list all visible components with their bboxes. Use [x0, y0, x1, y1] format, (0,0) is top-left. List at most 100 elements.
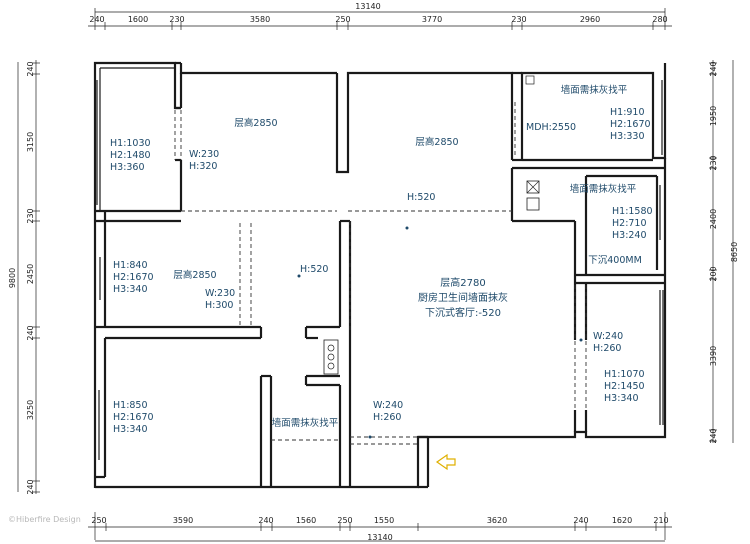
- top-dim-8: 2960: [580, 15, 600, 24]
- left-dimension-chain: 9800 240 3150 230 2450 240 3250 240: [8, 60, 40, 495]
- svg-text:H:260: H:260: [373, 412, 401, 423]
- svg-text:H3:330: H3:330: [610, 131, 645, 142]
- bottom-dim-4: 1560: [296, 516, 316, 525]
- left-total-dimension: 9800: [8, 268, 17, 288]
- svg-text:W:240: W:240: [373, 400, 403, 411]
- room-label-top-center: 层高2850: [415, 136, 458, 148]
- window-label-bath-top-right: H1:910 H2:1670 H3:330: [610, 107, 651, 142]
- opening-label-right-door: W:240 H:260: [593, 331, 623, 354]
- svg-text:H1:1070: H1:1070: [604, 369, 645, 380]
- svg-text:H:300: H:300: [205, 300, 233, 311]
- svg-text:H3:340: H3:340: [113, 284, 148, 295]
- svg-text:H2:1670: H2:1670: [610, 119, 651, 130]
- svg-text:H1:910: H1:910: [610, 107, 645, 118]
- bath-top-right-note: 墙面需抹灰找平: [561, 84, 628, 96]
- bath-mid-right-note: 墙面需抹灰找平: [570, 183, 637, 195]
- right-dim-2: 1950: [709, 106, 718, 126]
- entrance-arrow-icon: [435, 453, 456, 471]
- top-dimension-chain: 13140 240 1600 230 3580 250 3770 230 296…: [88, 2, 672, 30]
- right-dim-3: 230: [709, 155, 718, 170]
- room-label-top-center-left: 层高2850: [234, 117, 277, 129]
- bottom-dim-10: 210: [653, 516, 668, 525]
- mdh-label: MDH:2550: [526, 122, 576, 133]
- svg-text:H2:710: H2:710: [612, 218, 647, 229]
- right-dim-1: 240: [709, 61, 718, 76]
- window-label-bath-mid-right: H1:1580 H2:710 H3:240: [612, 206, 653, 241]
- bottom-dimension-chain: 250 3590 240 1560 250 1550 3620 240 1620…: [88, 512, 672, 542]
- top-dim-9: 280: [652, 15, 667, 24]
- svg-text:H1:1030: H1:1030: [110, 138, 151, 149]
- left-dim-1: 240: [26, 61, 35, 76]
- bottom-dim-2: 3590: [173, 516, 193, 525]
- top-dim-1: 240: [89, 15, 104, 24]
- opening-label-top-left-door: W:230 H:320: [189, 149, 219, 172]
- walls: [93, 61, 667, 489]
- svg-text:H:260: H:260: [593, 343, 621, 354]
- marker-dots: [297, 226, 583, 439]
- vent-icon: [525, 75, 535, 85]
- svg-text:H1:1580: H1:1580: [612, 206, 653, 217]
- bottom-ticks: [105, 523, 657, 531]
- svg-text:W:230: W:230: [189, 149, 219, 160]
- svg-text:H3:240: H3:240: [612, 230, 647, 241]
- bath-bottom-note: 墙面需抹灰找平: [272, 417, 339, 429]
- top-dim-4: 3580: [250, 15, 270, 24]
- top-dim-2: 1600: [128, 15, 148, 24]
- left-dim-4: 2450: [26, 264, 35, 284]
- left-dim-2: 3150: [26, 132, 35, 152]
- window-label-mid-left: H1:840 H2:1670 H3:340: [113, 260, 154, 295]
- svg-text:W:240: W:240: [593, 331, 623, 342]
- windows: [96, 80, 664, 460]
- top-dim-3: 230: [169, 15, 184, 24]
- left-dim-6: 3250: [26, 400, 35, 420]
- left-ticks: [32, 62, 40, 493]
- svg-text:H2:1670: H2:1670: [113, 272, 154, 283]
- right-dim-6: 3390: [709, 346, 718, 366]
- right-ticks: [709, 62, 717, 442]
- window-label-bottom-left: H1:850 H2:1670 H3:340: [113, 400, 154, 435]
- living-note-2: 下沉式客厅:-520: [425, 306, 501, 319]
- svg-text:H2:1480: H2:1480: [110, 150, 151, 161]
- openings-dashed: [174, 102, 587, 445]
- shaft-icon: [526, 180, 540, 211]
- svg-text:H3:340: H3:340: [113, 424, 148, 435]
- living-top-opening-height: H:520: [407, 192, 435, 203]
- bottom-dim-9: 1620: [612, 516, 632, 525]
- left-dim-7: 240: [26, 479, 35, 494]
- bottom-total-dimension: 13140: [367, 533, 392, 542]
- corridor-opening-height: H:520: [300, 264, 328, 275]
- bottom-dim-5: 250: [337, 516, 352, 525]
- svg-text:H3:340: H3:340: [604, 393, 639, 404]
- window-label-right-room: H1:1070 H2:1450 H3:340: [604, 369, 645, 404]
- bottom-dim-1: 250: [91, 516, 106, 525]
- window-label-balcony-left: H1:1030 H2:1480 H3:360: [110, 138, 151, 173]
- bottom-dim-7: 3620: [487, 516, 507, 525]
- bottom-dim-6: 1550: [374, 516, 394, 525]
- svg-text:H3:360: H3:360: [110, 162, 145, 173]
- top-ticks: [104, 22, 654, 30]
- right-dim-5: 200: [709, 266, 718, 281]
- svg-text:H2:1670: H2:1670: [113, 412, 154, 423]
- svg-text:H1:850: H1:850: [113, 400, 148, 411]
- top-dim-7: 230: [511, 15, 526, 24]
- svg-text:H:320: H:320: [189, 161, 217, 172]
- right-total-dimension: 8650: [730, 242, 739, 262]
- living-note-1: 厨房卫生间墙面抹灰: [418, 291, 508, 304]
- bottom-dim-3: 240: [258, 516, 273, 525]
- living-height-label: 层高2780: [440, 276, 485, 289]
- opening-label-bottom-door: W:240 H:260: [373, 400, 403, 423]
- left-dim-5: 240: [26, 325, 35, 340]
- top-dim-5: 250: [335, 15, 350, 24]
- sunken-note: 下沉400MM: [588, 255, 642, 266]
- top-dim-6: 3770: [422, 15, 442, 24]
- watermark: ©Hiberfire Design: [8, 515, 81, 524]
- kitchen-stove-icon: [323, 339, 339, 375]
- right-dim-7: 240: [709, 428, 718, 443]
- room-label-mid-left: 层高2850: [173, 269, 216, 281]
- top-total-dimension: 13140: [355, 2, 380, 11]
- right-dimension-chain: 240 1950 230 2400 200 3390 240 8650: [709, 60, 739, 444]
- right-dim-4: 2400: [709, 209, 718, 229]
- opening-label-mid-left-door: W:230 H:300: [205, 288, 235, 311]
- bottom-dim-8: 240: [573, 516, 588, 525]
